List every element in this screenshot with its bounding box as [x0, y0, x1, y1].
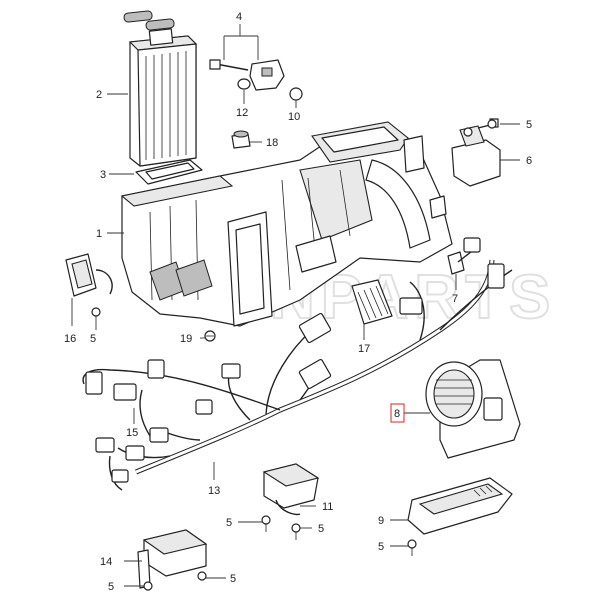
part-o-ring-large[interactable]: [289, 87, 303, 101]
label-18: 18: [266, 137, 278, 149]
part-heater-core[interactable]: [123, 10, 198, 167]
label-4: 4: [236, 11, 242, 23]
label-15: 15: [126, 427, 138, 439]
bolt-5f[interactable]: [143, 571, 207, 591]
label-9: 9: [378, 515, 384, 527]
label-5a: 5: [526, 119, 532, 131]
label-19: 19: [180, 333, 192, 345]
label-1: 1: [96, 228, 102, 240]
label-2: 2: [96, 89, 102, 101]
part-o-ring-small[interactable]: [237, 78, 251, 90]
label-13: 13: [208, 485, 220, 497]
part-screw-19[interactable]: [204, 330, 216, 342]
bolt-5b[interactable]: [91, 307, 101, 326]
part-multi-pin-connector[interactable]: [351, 279, 393, 325]
label-16: 16: [64, 333, 76, 345]
part-sensor-bracket-left[interactable]: [65, 253, 113, 297]
label-10: 10: [288, 111, 300, 123]
part-seal-frame[interactable]: [135, 159, 203, 185]
label-5c: 5: [226, 517, 232, 529]
label-17: 17: [358, 343, 370, 355]
harness-connectors: [85, 237, 505, 483]
label-7: 7: [452, 293, 458, 305]
part-grommet[interactable]: [231, 130, 251, 149]
label-14: 14: [100, 556, 112, 568]
label-5d: 5: [318, 523, 324, 535]
part-switch-bracket[interactable]: [451, 118, 501, 187]
part-blower-motor[interactable]: [425, 359, 521, 459]
bolt-5a[interactable]: [487, 119, 497, 129]
bolt-5c[interactable]: [261, 515, 271, 532]
label-12: 12: [236, 107, 248, 119]
label-5f-left: 5: [108, 581, 114, 593]
label-8-highlight: [390, 403, 405, 423]
part-hvac-housing[interactable]: [120, 121, 453, 327]
part-control-unit[interactable]: [137, 529, 208, 589]
bolt-5e[interactable]: [407, 539, 417, 556]
label-6: 6: [526, 155, 532, 167]
part-actuator-assembly[interactable]: [209, 59, 285, 91]
leader-lines: [71, 24, 520, 587]
label-5f-right: 5: [230, 573, 236, 585]
label-11: 11: [322, 501, 333, 513]
label-8: 8: [394, 408, 400, 420]
part-filter-housing[interactable]: [407, 477, 513, 535]
part-resistor-module[interactable]: [262, 463, 320, 516]
label-5b: 5: [90, 333, 96, 345]
label-5e: 5: [378, 541, 384, 553]
label-3: 3: [100, 169, 106, 181]
bolt-5d[interactable]: [291, 523, 301, 540]
